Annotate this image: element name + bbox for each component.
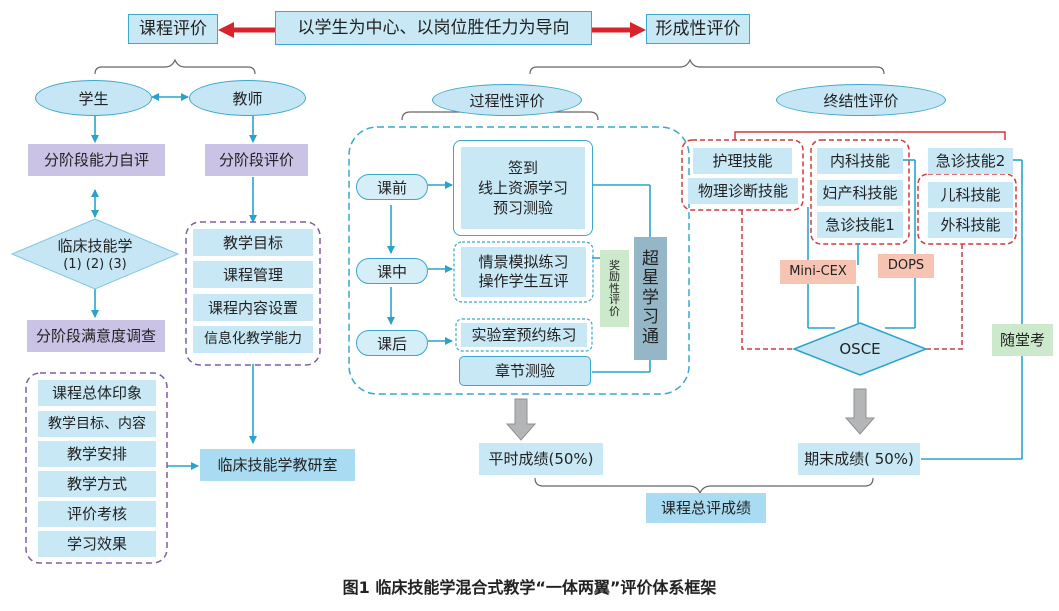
platform-char-3: 习 bbox=[642, 307, 659, 328]
diamond-line2: (1) (2) (3) bbox=[63, 257, 127, 273]
teacher-ellipse: 教师 bbox=[189, 80, 306, 116]
quiz: 随堂考 bbox=[992, 324, 1053, 356]
skill-obstetrics: 妇产科技能 bbox=[817, 180, 903, 206]
figure-caption: 图1 临床技能学混合式教学“一体两翼”评价体系框架 bbox=[342, 578, 717, 597]
survey-items-frame bbox=[25, 372, 168, 564]
stage-during: 课中 bbox=[356, 258, 428, 284]
before-items-frame: 签到 线上资源学习 预习测验 bbox=[453, 140, 593, 236]
skill-physical-diagnosis: 物理诊断技能 bbox=[688, 178, 798, 204]
survey-item-0: 课程总体印象 bbox=[38, 380, 156, 406]
teacher-items-frame bbox=[185, 221, 321, 366]
header-left: 课程评价 bbox=[128, 14, 218, 44]
skill-nursing: 护理技能 bbox=[693, 148, 792, 174]
platform-char-1: 星 bbox=[642, 268, 659, 289]
satisfaction-survey: 分阶段满意度调查 bbox=[27, 320, 165, 352]
skill-emergency-2: 急诊技能2 bbox=[928, 148, 1013, 174]
student-ellipse: 学生 bbox=[35, 80, 152, 116]
skills-diamond bbox=[10, 218, 180, 290]
dops: DOPS bbox=[878, 254, 934, 278]
teacher-eval: 分阶段评价 bbox=[205, 144, 308, 176]
header-red-arrows bbox=[218, 22, 646, 38]
before-item-0: 签到 bbox=[507, 158, 538, 177]
skill-pediatrics: 儿科技能 bbox=[928, 182, 1013, 208]
left-connectors bbox=[91, 93, 257, 470]
process-frame bbox=[348, 126, 690, 395]
skill-emergency-1: 急诊技能1 bbox=[817, 212, 903, 238]
process-eval-ellipse: 过程性评价 bbox=[432, 84, 582, 116]
header-center: 以学生为中心、以岗位胜任力为导向 bbox=[275, 11, 592, 45]
skill-surgery: 外科技能 bbox=[928, 212, 1013, 238]
before-items: 签到 线上资源学习 预习测验 bbox=[461, 147, 585, 229]
reward-eval: 奖 励 性 评 价 bbox=[600, 250, 629, 327]
reward-char-4: 价 bbox=[609, 304, 620, 318]
skill-internal-medicine: 内科技能 bbox=[817, 148, 903, 174]
during-items: 情景模拟练习 操作学生互评 bbox=[461, 247, 586, 297]
reward-char-3: 评 bbox=[609, 293, 620, 307]
lab-practice: 实验室预约练习 bbox=[461, 323, 587, 347]
final-bracket bbox=[734, 131, 1006, 140]
teaching-office: 临床技能学教研室 bbox=[200, 449, 355, 481]
chapter-quiz: 章节测验 bbox=[459, 356, 591, 386]
before-item-1: 线上资源学习 bbox=[477, 178, 568, 197]
student-self-eval: 分阶段能力自评 bbox=[28, 144, 165, 176]
survey-item-5: 学习效果 bbox=[38, 531, 156, 557]
lab-frame bbox=[455, 318, 593, 352]
during-item-1: 操作学生互评 bbox=[478, 272, 569, 290]
during-frame bbox=[453, 241, 594, 303]
final-eval-ellipse: 终结性评价 bbox=[776, 84, 946, 116]
survey-item-2: 教学安排 bbox=[38, 441, 156, 467]
regular-score: 平时成绩(50%) bbox=[479, 443, 603, 475]
grey-down-arrows bbox=[505, 388, 876, 441]
survey-item-4: 评价考核 bbox=[38, 501, 156, 527]
stage-before: 课前 bbox=[356, 174, 428, 200]
teacher-item-3: 信息化教学能力 bbox=[193, 326, 313, 353]
reward-char-0: 奖 bbox=[609, 258, 620, 272]
reward-char-2: 性 bbox=[609, 281, 620, 295]
platform-char-2: 学 bbox=[642, 287, 659, 308]
survey-item-1: 教学目标、内容 bbox=[38, 411, 156, 437]
osce-diamond bbox=[791, 322, 929, 376]
survey-item-3: 教学方式 bbox=[38, 471, 156, 497]
stage-after: 课后 bbox=[356, 330, 428, 356]
header-right: 形成性评价 bbox=[646, 14, 750, 44]
before-item-2: 预习测验 bbox=[492, 199, 553, 218]
osce-label: OSCE bbox=[839, 340, 881, 358]
platform-chaoxing: 超 星 学 习 通 bbox=[634, 237, 667, 360]
platform-char-4: 通 bbox=[642, 326, 659, 347]
teacher-item-2: 课程内容设置 bbox=[193, 294, 313, 321]
final-score: 期末成绩( 50%) bbox=[798, 443, 920, 475]
process-connectors bbox=[387, 181, 651, 373]
platform-char-0: 超 bbox=[642, 248, 659, 269]
teacher-item-0: 教学目标 bbox=[193, 229, 313, 256]
during-item-0: 情景模拟练习 bbox=[478, 252, 569, 271]
reward-char-1: 励 bbox=[609, 270, 620, 284]
diamond-line1: 临床技能学 bbox=[57, 237, 133, 255]
mini-cex: Mini-CEX bbox=[780, 260, 856, 284]
teacher-item-1: 课程管理 bbox=[193, 261, 313, 288]
total-score: 课程总评成绩 bbox=[646, 493, 766, 523]
